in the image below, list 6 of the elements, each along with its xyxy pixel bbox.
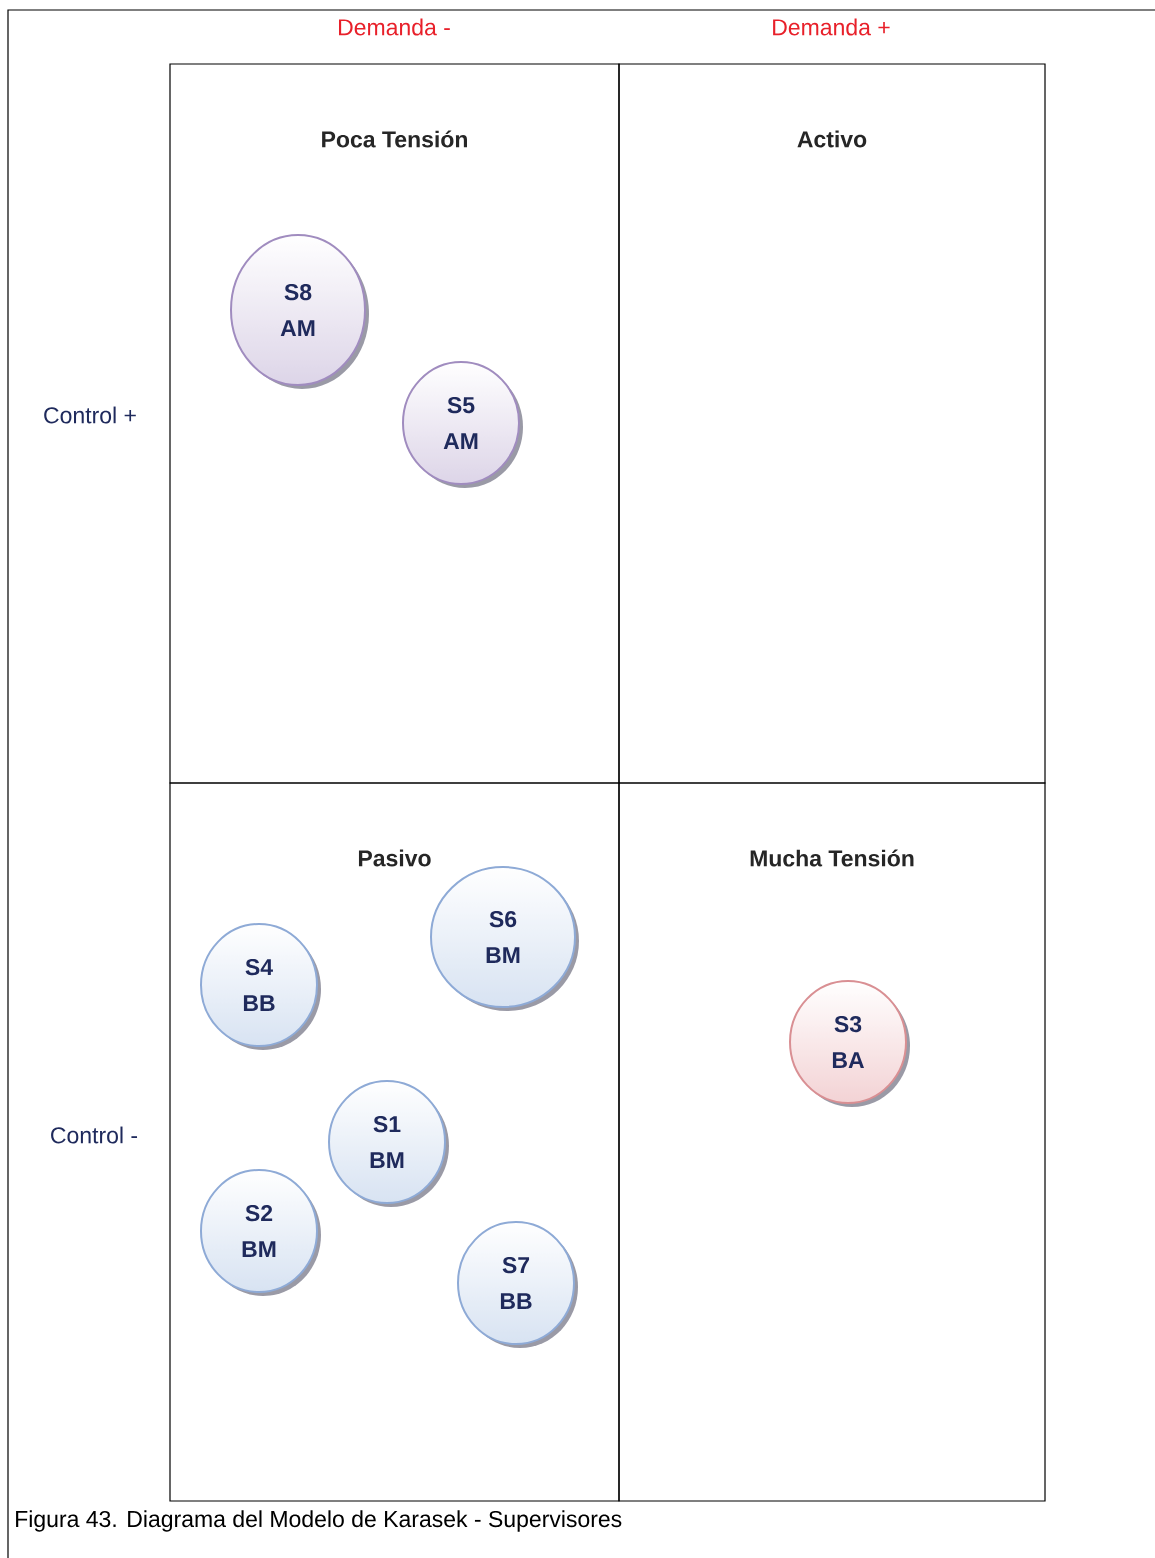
axis-label: Control - <box>51 1126 138 1144</box>
quadrant-box: Activo <box>618 63 1046 784</box>
axis-label: Control + <box>44 406 136 424</box>
axis-label: Demanda + <box>773 18 890 36</box>
caption: Figura 43. Diagrama del Modelo de Karasek - Supervisores <box>16 1510 622 1532</box>
axis-label: Demanda - <box>339 18 450 36</box>
